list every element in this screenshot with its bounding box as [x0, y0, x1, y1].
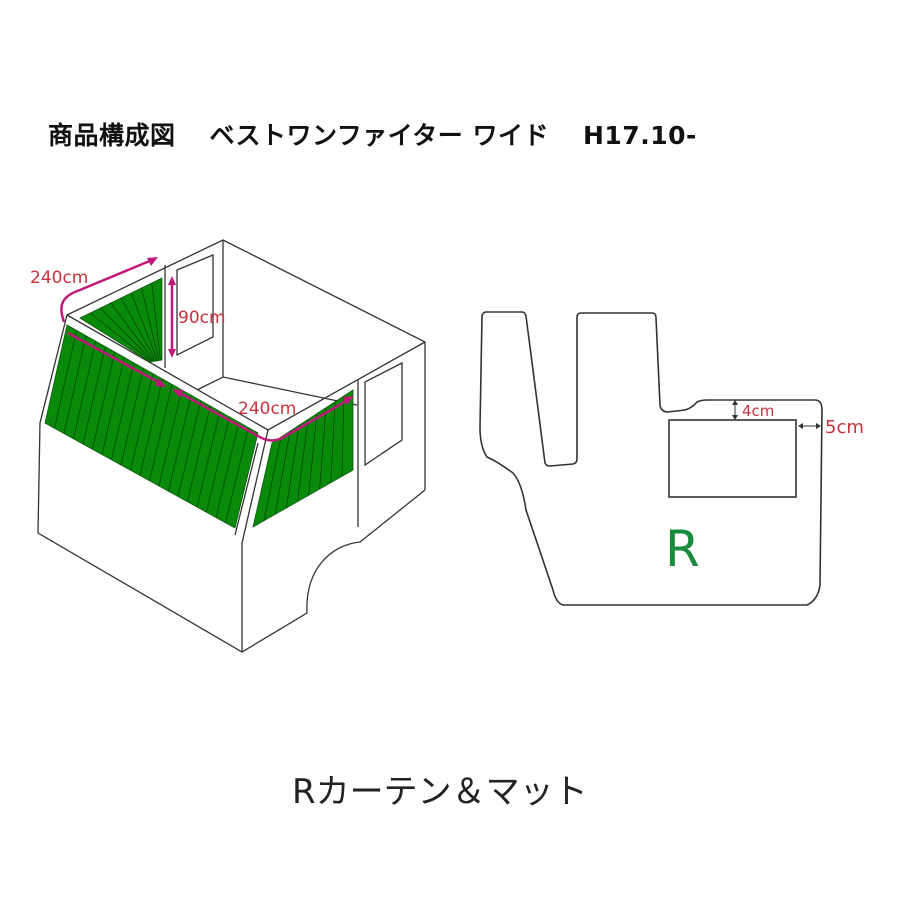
curtain-pleat-line [177, 400, 202, 497]
curtain-pleat-line [111, 362, 135, 460]
curtain-pleat-line [92, 351, 116, 450]
curtain-panels [44, 277, 354, 529]
curtain-pleat-line [168, 395, 192, 492]
rear-window [176, 254, 214, 357]
curtain-pleat-line [130, 373, 154, 471]
curtain-pleat-line [101, 357, 125, 455]
curtain-pleat-line [274, 431, 291, 515]
diagram-title: 商品構成図 ベストワンファイター ワイド H17.10- [48, 116, 731, 152]
curtain-pleat-line [120, 297, 157, 362]
top-gap-label: 4cm [742, 402, 774, 420]
curtain-pleat-line [63, 335, 87, 434]
top-width-label: 240cm [30, 268, 88, 288]
truck-cab-illustration [37, 239, 426, 653]
curtain-pleat-line [319, 407, 327, 490]
curtain-pleat-line [100, 307, 154, 362]
side-letter: R [665, 520, 700, 578]
title-year: H17.10- [582, 121, 697, 150]
curtain-pleat-line [90, 312, 152, 363]
front-width-label: 240cm [238, 399, 296, 419]
heel-pad [668, 419, 797, 498]
curtain-pleat-line [330, 401, 336, 483]
curtain-pleat-line [285, 425, 300, 509]
curtain-pleat-line [151, 282, 161, 361]
curtain-pleat-line [73, 341, 96, 439]
curtain-pleat-line [225, 427, 249, 523]
curtain-pleat-line [54, 330, 77, 429]
curtain-pleat-line [120, 368, 144, 466]
curtain-panel-back [79, 277, 163, 363]
curtain-pleat-line [297, 419, 309, 502]
curtain-pleat-line [139, 378, 163, 476]
curtain-pleat-line [82, 346, 106, 445]
curtain-pleat-line [215, 422, 240, 518]
floor-mat-outline [479, 311, 823, 606]
curtain-pleat-line [141, 287, 160, 361]
curtain-pleat-line [308, 413, 318, 496]
height-label: 90cm [178, 308, 226, 328]
curtain-pleat-line [158, 389, 182, 487]
dimension-arrows [60, 257, 354, 442]
curtain-pleat-line [110, 302, 155, 362]
curtain-pleat-line [187, 405, 211, 502]
side-window [364, 361, 403, 467]
curtain-pleat-line [130, 292, 158, 361]
curtain-pleat-line [196, 411, 221, 508]
title-prefix: 商品構成図 [48, 121, 176, 150]
title-product: ベストワンファイター ワイド [209, 121, 549, 150]
curtain-pleat-line [263, 437, 282, 521]
curtain-pleat-line [206, 416, 230, 513]
curtain-pleat-line [149, 384, 173, 481]
gap-arrows [732, 400, 821, 429]
caption: Rカーテン＆マット [292, 772, 588, 812]
curtain-pleat-line [341, 395, 345, 477]
side-gap-label: 5cm [825, 417, 864, 438]
